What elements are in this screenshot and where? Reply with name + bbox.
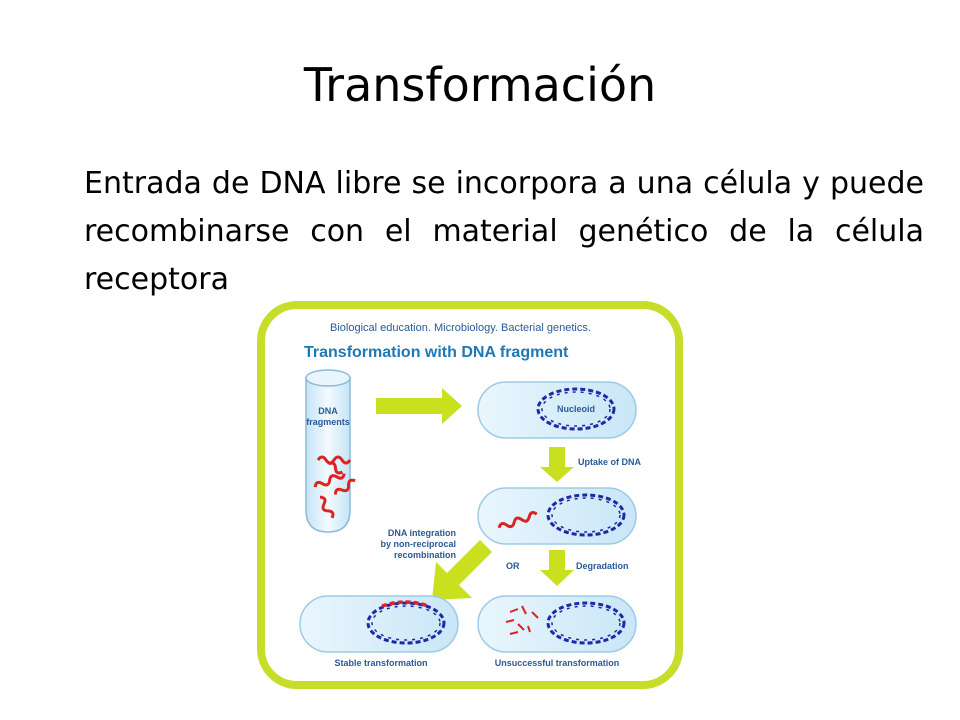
bacterial-cell-2: [477, 487, 637, 545]
test-tube: DNA fragments: [305, 369, 356, 533]
slide-body-text: Entrada de DNA libre se incorpora a una …: [84, 166, 924, 296]
bacterial-cell-1: Nucleoid: [477, 381, 637, 439]
arrow-to-cell-icon: [376, 388, 462, 424]
integrated-dna-icon: [381, 600, 429, 608]
arrow-integration-icon: [432, 540, 492, 600]
transformation-figure: Biological education. Microbiology. Bact…: [257, 301, 683, 689]
figure-header: Biological education. Microbiology. Bact…: [330, 322, 591, 334]
integration-label-line-3: recombination: [394, 550, 456, 560]
arrow-degradation-icon: [540, 550, 574, 586]
integration-label-line-1: DNA integration: [388, 528, 456, 538]
nucleoid-label: Nucleoid: [557, 404, 595, 414]
chromosome-icon: [536, 387, 616, 431]
or-label: OR: [506, 561, 520, 571]
figure-title: Transformation with DNA fragment: [304, 344, 569, 361]
integration-label-line-2: by non-reciprocal: [380, 539, 456, 549]
arrow-uptake-icon: [540, 447, 574, 482]
tube-label-fragments: fragments: [306, 417, 350, 427]
stable-transformation-label: Stable transformation: [334, 658, 427, 668]
dna-fragment-icon: [313, 455, 356, 519]
unsuccessful-transformation-label: Unsuccessful transformation: [495, 658, 620, 668]
chromosome-icon: [546, 493, 626, 537]
tube-label-dna: DNA: [318, 406, 338, 416]
dna-fragment-icon: [497, 511, 538, 529]
chromosome-icon: [546, 601, 626, 645]
degradation-label: Degradation: [576, 561, 629, 571]
bacterial-cell-unsuccessful: [477, 595, 637, 653]
bacterial-cell-stable: [299, 595, 459, 653]
degraded-dna-icon: [505, 605, 539, 635]
slide-title: Transformación: [303, 58, 657, 112]
uptake-label: Uptake of DNA: [578, 457, 642, 467]
